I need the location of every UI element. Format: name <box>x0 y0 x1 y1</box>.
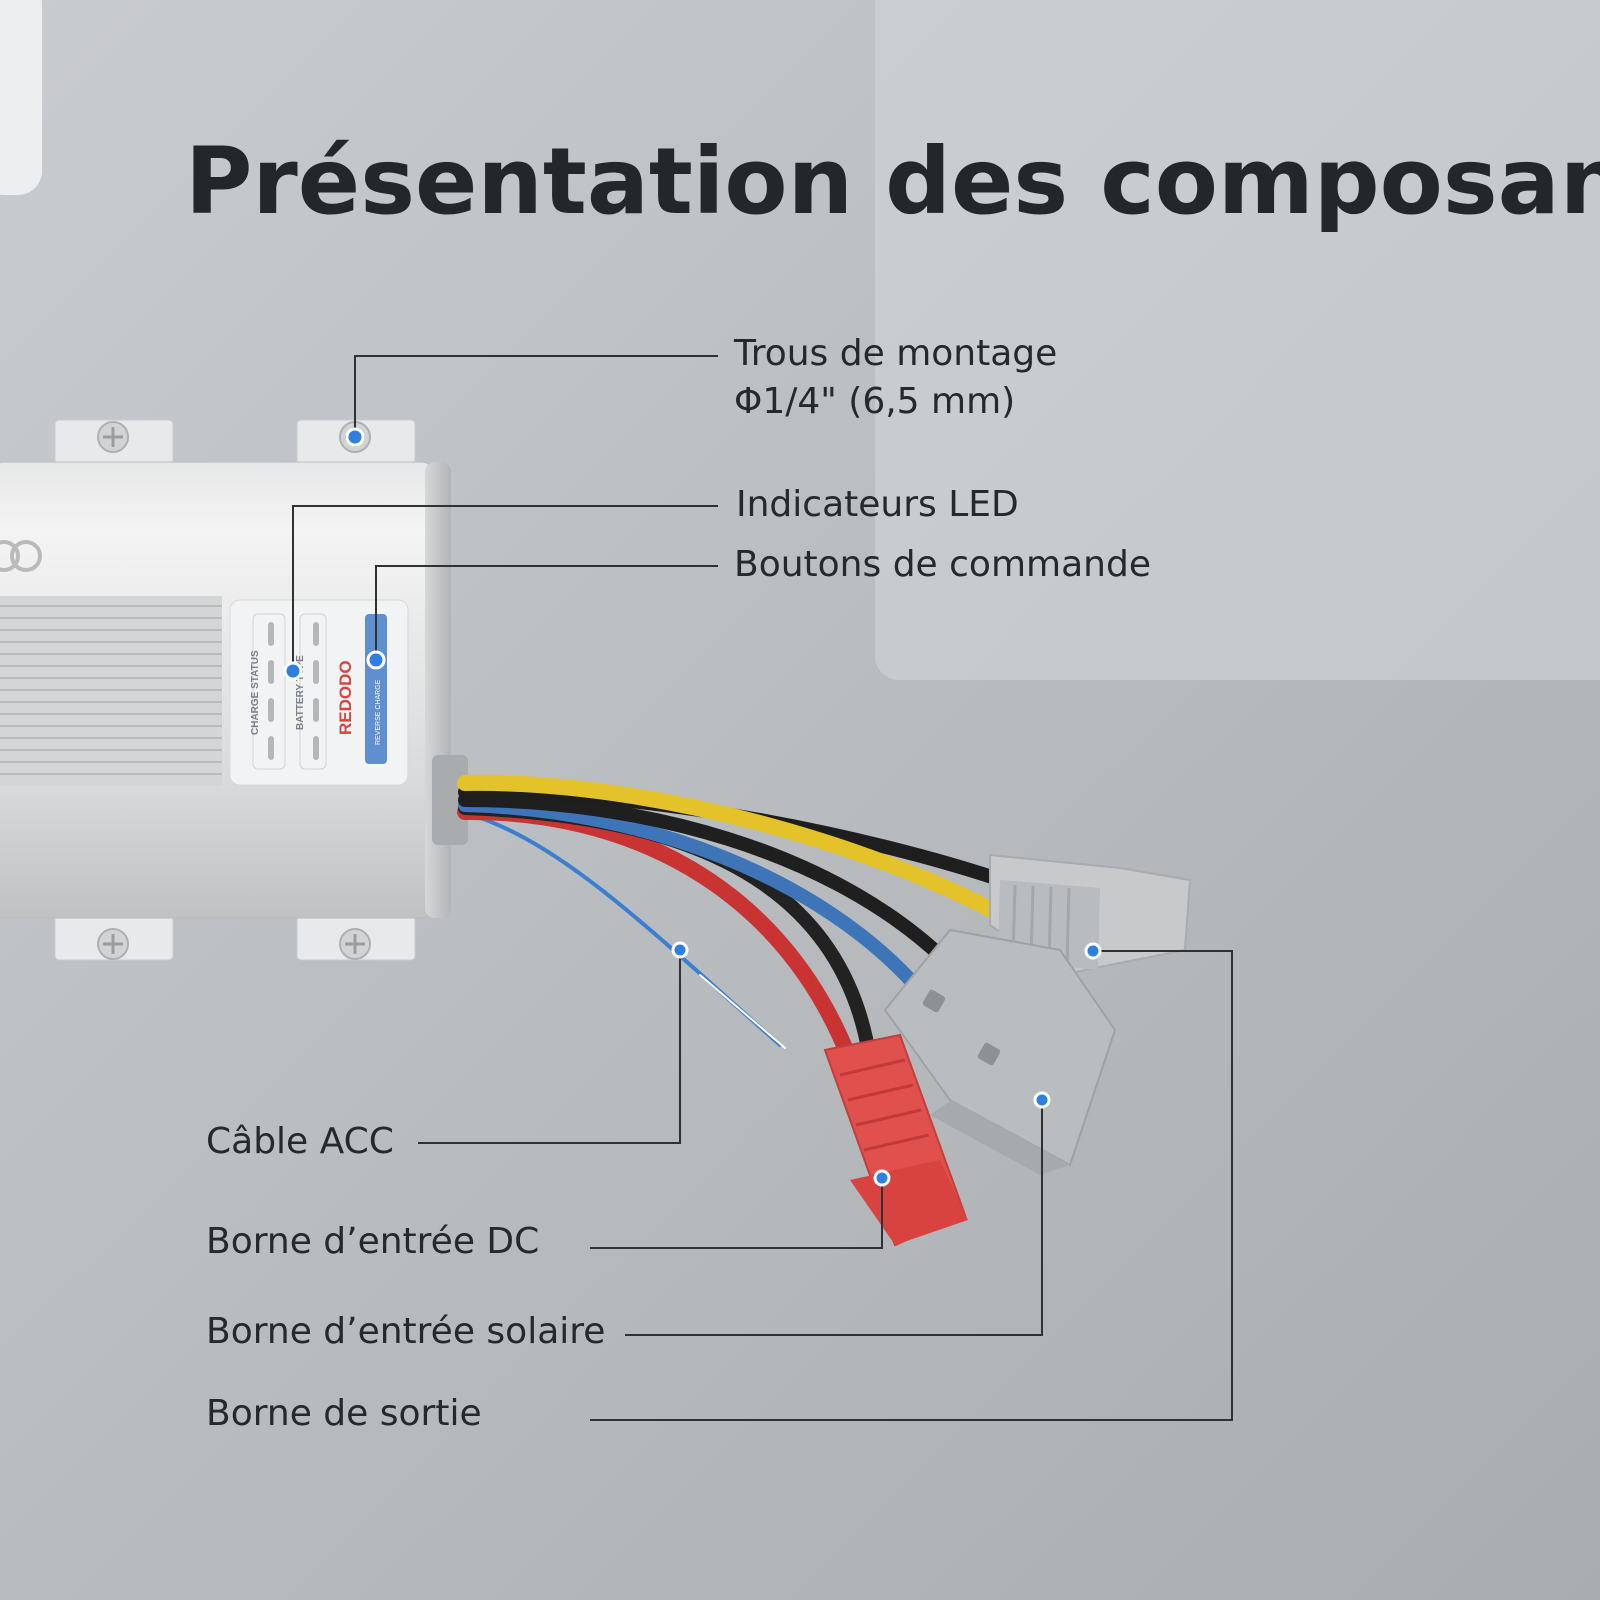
screw-icon <box>339 928 371 960</box>
led-indicator <box>313 736 319 760</box>
label-acc-cable: Câble ACC <box>206 1121 394 1162</box>
led-indicator <box>313 660 319 684</box>
logo-emboss <box>0 540 42 572</box>
cooling-fins <box>0 596 222 786</box>
label-mounting-holes-line1: Trous de montage <box>734 333 1058 374</box>
callout-lines <box>292 355 1233 1421</box>
label-led-indicators: Indicateurs LED <box>736 484 1019 525</box>
callout-line-led <box>292 505 718 671</box>
led-indicator <box>313 622 319 646</box>
screw-icon <box>97 928 129 960</box>
reverse-charge-button[interactable] <box>365 614 387 764</box>
button-label: REVERSE CHARGE <box>375 679 382 745</box>
black-wire-solar <box>458 793 952 967</box>
led-indicator <box>313 698 319 722</box>
callout-line-mounting <box>354 355 718 437</box>
yellow-wire <box>457 774 1003 920</box>
label-dc-input: Borne d’entrée DC <box>206 1221 540 1262</box>
led-indicator <box>268 698 274 722</box>
label-control-buttons: Boutons de commande <box>734 544 1151 585</box>
label-solar-input: Borne d’entrée solaire <box>206 1311 606 1352</box>
label-output-terminal: Borne de sortie <box>206 1393 482 1434</box>
callout-line-output <box>590 950 1233 1421</box>
wires <box>457 774 1003 1068</box>
brand-logo: REDODO <box>336 660 355 735</box>
light-panel-top-left <box>0 0 42 195</box>
callout-line-buttons <box>375 565 718 660</box>
led-indicator <box>268 660 274 684</box>
callout-dot <box>366 650 386 670</box>
label-mounting-holes-line2: Φ1/4" (6,5 mm) <box>734 381 1016 422</box>
screw-icon <box>97 421 129 453</box>
label-mounting-holes: Trous de montage Φ1/4" (6,5 mm) <box>734 330 1057 426</box>
callout-dots <box>283 427 1102 1187</box>
callout-dot <box>1084 942 1102 960</box>
callout-dot <box>671 941 689 959</box>
callout-line-acc <box>418 950 681 1144</box>
solar-connector <box>883 928 1117 1175</box>
battery-type-label: BATTERY TYPE <box>295 655 306 730</box>
blue-wire <box>458 798 922 992</box>
callout-dot <box>345 427 365 447</box>
page-title: Présentation des composants <box>185 128 1600 235</box>
callout-line-dc <box>590 1178 883 1249</box>
callout-dot <box>1033 1091 1051 1109</box>
led-indicator <box>268 736 274 760</box>
callout-line-solar <box>625 1100 1043 1336</box>
control-panel: CHARGE STATUS BATTERY TYPE REDODO REVERS… <box>229 599 409 786</box>
charge-status-label: CHARGE STATUS <box>250 650 261 735</box>
callout-dot <box>283 661 303 681</box>
charger-housing: CHARGE STATUS BATTERY TYPE REDODO REVERS… <box>0 461 468 919</box>
led-indicator <box>268 622 274 646</box>
light-panel-top-right <box>875 0 1600 680</box>
callout-dot <box>873 1169 891 1187</box>
